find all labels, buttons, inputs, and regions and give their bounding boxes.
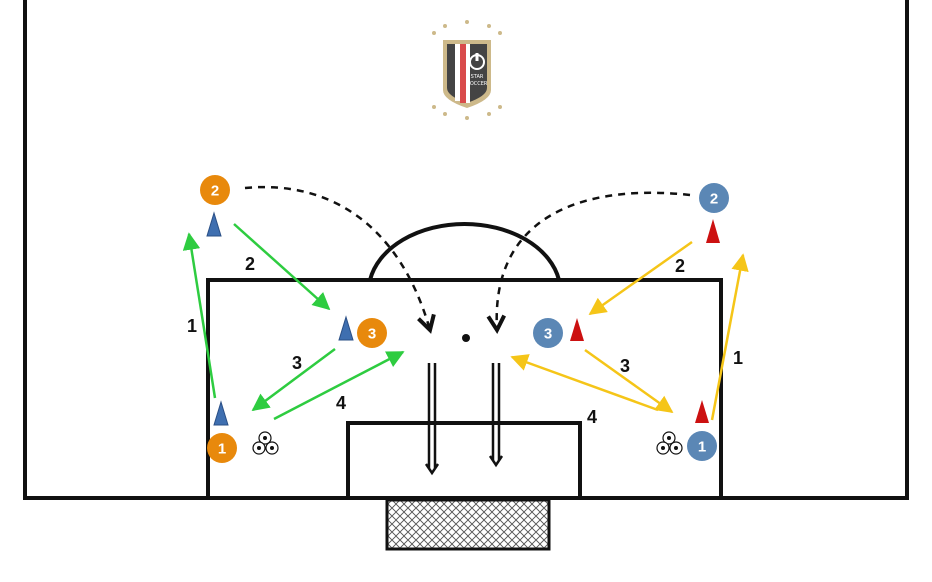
cones [206, 211, 720, 426]
soccer-balls-icon [252, 431, 279, 455]
soccer-balls-icon [656, 431, 683, 455]
player-orange-2: 2 [200, 175, 230, 205]
left-passes [182, 223, 405, 421]
label-right-4: 4 [587, 407, 597, 427]
svg-text:1: 1 [698, 439, 706, 456]
svg-text:3: 3 [544, 326, 552, 343]
goal-net [385, 498, 551, 551]
player-blue-2: 2 [699, 183, 729, 213]
svg-text:3: 3 [368, 326, 376, 343]
cone-icon [695, 400, 709, 423]
run-right-player2 [497, 191, 691, 330]
player-orange-1: 1 [207, 433, 237, 463]
label-right-1: 1 [733, 348, 743, 368]
players: 2 3 1 2 3 1 [200, 175, 729, 463]
pass-left-4 [273, 350, 405, 421]
pass-left-2 [233, 223, 331, 311]
goal-area [346, 421, 582, 498]
label-left-2: 2 [245, 254, 255, 274]
pass-right-2 [588, 240, 693, 316]
label-left-1: 1 [187, 316, 197, 336]
cone-icon [570, 318, 584, 341]
penalty-spot [462, 334, 470, 342]
right-passes [510, 240, 749, 421]
pass-right-1 [710, 253, 749, 421]
pass-left-3 [251, 347, 336, 412]
sequence-labels: 1 2 3 4 1 2 3 4 [187, 254, 743, 427]
shot-right-head [488, 455, 504, 468]
player-blue-3: 3 [533, 318, 563, 348]
crest-line-2: SOCCER [467, 81, 488, 87]
label-left-3: 3 [292, 353, 302, 373]
pitch [23, 0, 909, 551]
cone-icon [213, 400, 229, 426]
label-right-2: 2 [675, 256, 685, 276]
penalty-area [206, 278, 723, 498]
club-crest: STAR SOCCER [432, 20, 502, 120]
run-left-player2 [244, 185, 430, 330]
cone-icon [206, 211, 222, 237]
svg-text:1: 1 [218, 441, 226, 458]
player-blue-1: 1 [687, 431, 717, 461]
shot-arrows [424, 363, 504, 476]
cone-icon [338, 315, 354, 341]
pass-left-1 [182, 232, 217, 399]
crest-line-1: STAR [471, 74, 484, 80]
cone-icon [706, 219, 720, 243]
label-right-3: 3 [620, 356, 630, 376]
player-orange-3: 3 [357, 318, 387, 348]
svg-text:2: 2 [710, 191, 718, 208]
svg-text:2: 2 [211, 183, 219, 200]
dashed-runs [244, 185, 691, 330]
pass-right-4 [510, 354, 659, 412]
pass-right-3 [584, 348, 674, 414]
penalty-arc [368, 222, 561, 281]
pitch-boundary [23, 0, 909, 500]
shot-left-head [424, 463, 440, 476]
label-left-4: 4 [336, 393, 346, 413]
